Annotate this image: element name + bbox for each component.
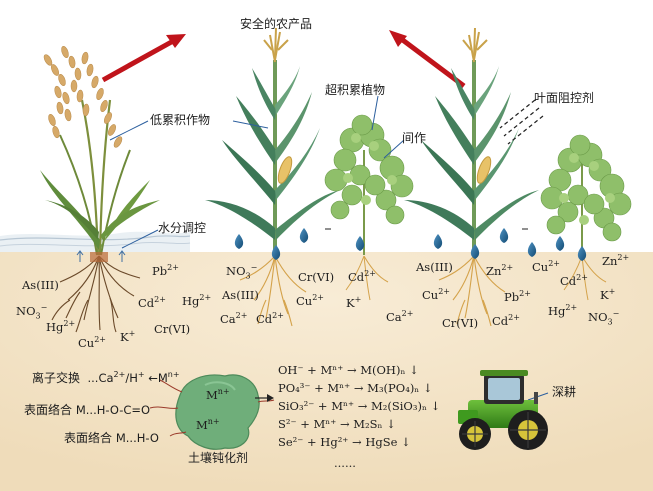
red-arrow-icon xyxy=(389,30,466,88)
passivator-particle-icon xyxy=(175,374,260,450)
label-low-accumulation-crop: 低累积作物 xyxy=(150,113,211,127)
ion-label: Cd2+ xyxy=(348,269,376,284)
ion-label: Hg2+ xyxy=(46,319,76,334)
ion-label: Cr(VI) xyxy=(154,322,191,336)
surface-complex-label-1: 表面络合 xyxy=(24,403,73,417)
surface-complex-formula-2: M...H-O xyxy=(115,431,159,445)
corn-plant-icon xyxy=(205,27,340,327)
water-drop-icon xyxy=(271,245,281,260)
soil-layer xyxy=(0,252,653,491)
reaction-5: Se²⁻ + Hg²⁺ → HgSe ↓ xyxy=(278,435,411,449)
rice-plant-icon xyxy=(40,46,160,333)
ion-label: K+ xyxy=(120,329,136,344)
label-water-regulation: 水分调控 xyxy=(158,221,207,235)
label-intercropping: 间作 xyxy=(402,131,427,145)
reaction-1: OH⁻ + Mⁿ⁺ → M(OH)ₙ ↓ xyxy=(278,363,419,377)
ion-label: Ca2+ xyxy=(386,309,414,324)
ion-exchange-label: 离子交换 xyxy=(32,371,81,385)
ion-label: NO3− xyxy=(226,263,258,281)
ion-label: Pb2+ xyxy=(152,263,179,278)
ion-label: Zn2+ xyxy=(602,253,630,268)
reaction-2: PO₄³⁻ + Mⁿ⁺ → M₃(PO₄)ₙ ↓ xyxy=(278,381,433,395)
water-drop-icon xyxy=(355,236,365,251)
ion-label: Cd2+ xyxy=(560,273,588,288)
ion-label: Cd2+ xyxy=(492,313,520,328)
ion-label: Cu2+ xyxy=(78,335,107,350)
water-drop-icon xyxy=(499,228,509,243)
ion-label: NO3− xyxy=(588,309,620,327)
label-deep-tillage: 深耕 xyxy=(552,385,577,399)
ion-label: Cu2+ xyxy=(296,293,325,308)
water-drop-icon xyxy=(470,244,480,259)
reaction-3: SiO₃²⁻ + Mⁿ⁺ → M₂(SiO₃)ₙ ↓ xyxy=(278,399,441,413)
water-drop-icon xyxy=(555,236,565,251)
foliar-spray-lines xyxy=(499,99,544,145)
passivator-ion-2: Mn+ xyxy=(196,417,220,432)
hyperaccumulator-plant-icon xyxy=(324,114,414,301)
surface-complex-label-2: 表面络合 xyxy=(64,431,113,445)
ion-label: As(III) xyxy=(22,278,59,292)
ion-exchange-mid: /H xyxy=(125,371,138,385)
ion-exchange-prefix: ...Ca xyxy=(87,371,114,385)
ion-label: Cu2+ xyxy=(532,259,561,274)
ion-label: Zn2+ xyxy=(486,263,514,278)
ion-label: K+ xyxy=(600,287,616,302)
label-passivator: 土壤钝化剂 xyxy=(188,451,249,465)
hyperaccumulator-plant-icon xyxy=(540,134,632,301)
tractor-icon xyxy=(458,370,548,450)
ion-label: Hg2+ xyxy=(182,293,212,308)
ion-label: K+ xyxy=(346,295,362,310)
label-foliar-inhibitor: 叶面阻控剂 xyxy=(534,91,595,105)
ion-exchange-arrow: ←M xyxy=(148,371,168,385)
water-drop-icon xyxy=(299,228,309,243)
ion-label: Cu2+ xyxy=(422,287,451,302)
ion-label: Ca2+ xyxy=(220,311,248,326)
ion-label: Hg2+ xyxy=(548,303,578,318)
label-safe-products: 安全的农产品 xyxy=(240,17,313,31)
corn-plant-icon xyxy=(404,27,539,327)
water-drop-icon xyxy=(433,234,443,249)
water-drop-icon xyxy=(234,234,244,249)
ion-label: Cd2+ xyxy=(256,311,284,326)
ion-label: NO3− xyxy=(16,303,48,321)
surface-complex-row-2: 表面络合 M...H-O xyxy=(64,432,159,445)
ion-label: Cr(VI) xyxy=(298,270,335,284)
surface-complex-row-1: 表面络合 M...H-O-C=O xyxy=(24,404,150,417)
water-drop-icon xyxy=(577,246,587,261)
ion-exchange-row: 离子交换 ...Ca2+/H+ ←Mn+ xyxy=(32,370,180,385)
label-hyperaccumulator: 超积累植物 xyxy=(325,83,386,97)
ion-label: Pb2+ xyxy=(504,289,531,304)
red-arrow-icon xyxy=(101,34,186,83)
reaction-6: ...... xyxy=(334,456,356,470)
water-drop-icon xyxy=(527,242,537,257)
passivator-ion-1: Mn+ xyxy=(206,387,230,402)
reaction-4: S²⁻ + Mⁿ⁺ → M₂Sₙ ↓ xyxy=(278,417,396,431)
ion-label: Cd2+ xyxy=(138,295,166,310)
ion-label: Cr(VI) xyxy=(442,316,479,330)
ion-label: As(III) xyxy=(416,260,453,274)
ion-label: As(III) xyxy=(222,288,259,302)
surface-complex-formula-1: M...H-O-C=O xyxy=(75,403,151,417)
